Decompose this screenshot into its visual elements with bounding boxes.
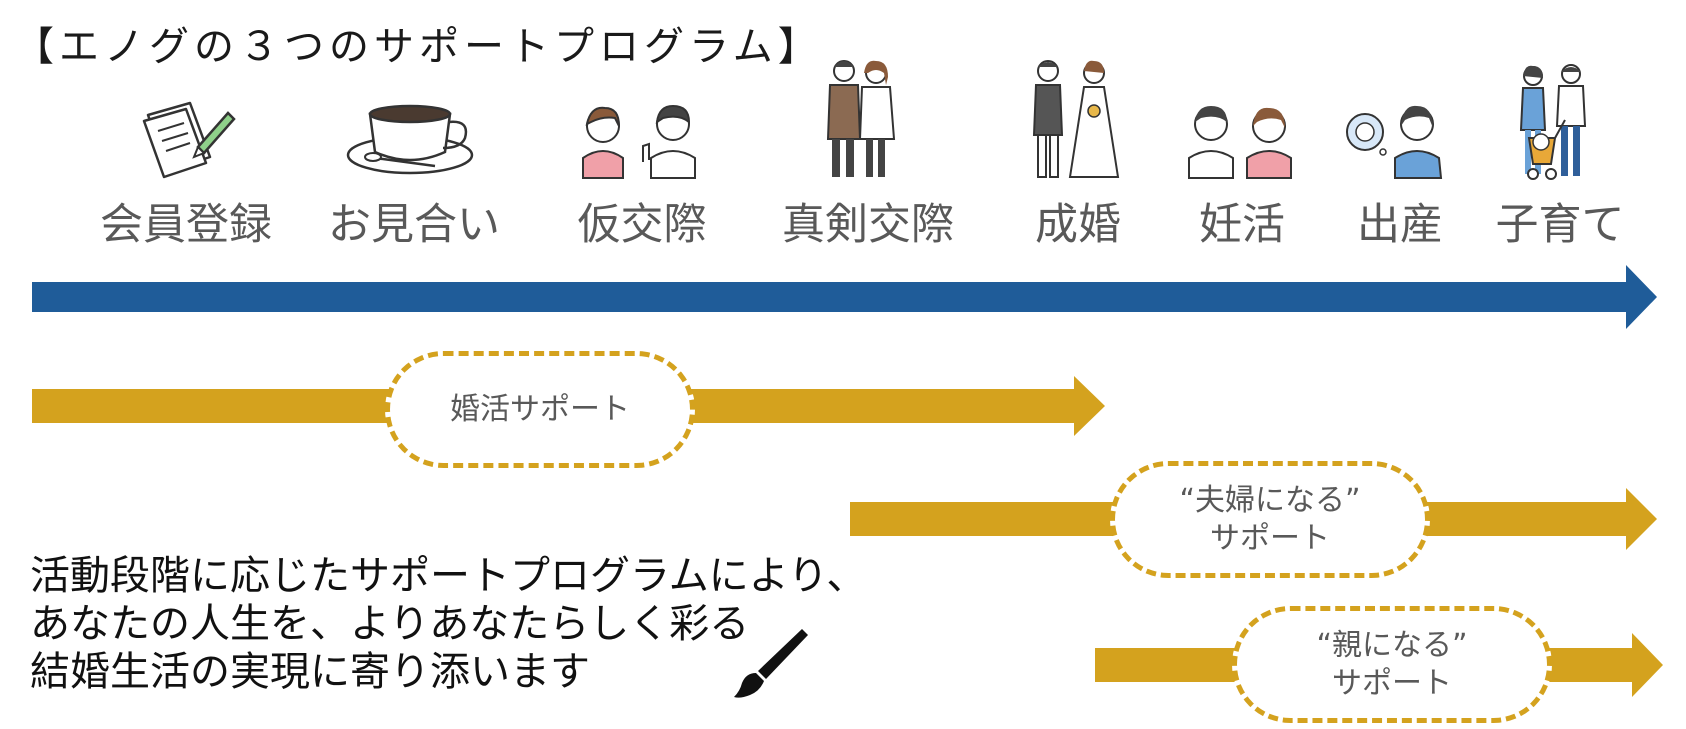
page-title: 【エノグの３つのサポートプログラム】	[14, 24, 823, 70]
family-stroller-icon	[1515, 60, 1595, 185]
description-text: 活動段階に応じたサポートプログラムにより、 あなたの人生を、よりあなたらしく彩る…	[30, 552, 866, 696]
stage-label-marriage: 成婚	[1035, 200, 1121, 250]
bride-groom-icon	[1028, 55, 1123, 185]
fufu-support-line1: “夫婦になる”	[1179, 482, 1361, 518]
description-line-1: 活動段階に応じたサポートプログラムにより、	[30, 553, 867, 599]
stage-label-member-registration: 会員登録	[100, 200, 272, 250]
paintbrush-icon	[730, 625, 810, 705]
pregnant-woman-icon	[1345, 100, 1445, 180]
timeline-arrow	[32, 265, 1657, 329]
stage-label-omiai: お見合い	[328, 200, 500, 250]
stage-label-serious-dating: 真剣交際	[782, 200, 954, 250]
oya-support-line1: “親になる”	[1316, 627, 1468, 663]
stage-label-childbirth: 出産	[1357, 200, 1443, 250]
couple-standing-icon	[820, 55, 900, 185]
fufu-support-label: “夫婦になる” サポート	[1110, 461, 1430, 578]
description-line-2: あなたの人生を、よりあなたらしく彩る	[30, 601, 750, 647]
konkatsu-support-text: 婚活サポート	[450, 391, 630, 427]
couple-thinking-icon	[1185, 100, 1295, 180]
fufu-support-line2: サポート	[1210, 520, 1330, 556]
konkatsu-support-label: 婚活サポート	[385, 351, 695, 468]
couple-talking-icon	[575, 100, 705, 180]
coffee-cup-icon	[345, 100, 485, 180]
stage-label-fertility: 妊活	[1199, 200, 1285, 250]
oya-support-label: “親になる” サポート	[1232, 606, 1552, 723]
stage-label-provisional-dating: 仮交際	[577, 200, 707, 250]
stage-label-child-rearing: 子育て	[1495, 200, 1625, 250]
description-line-3: 結婚生活の実現に寄り添います	[30, 649, 590, 695]
oya-support-line2: サポート	[1332, 665, 1452, 701]
notepad-pencil-icon	[140, 95, 240, 185]
